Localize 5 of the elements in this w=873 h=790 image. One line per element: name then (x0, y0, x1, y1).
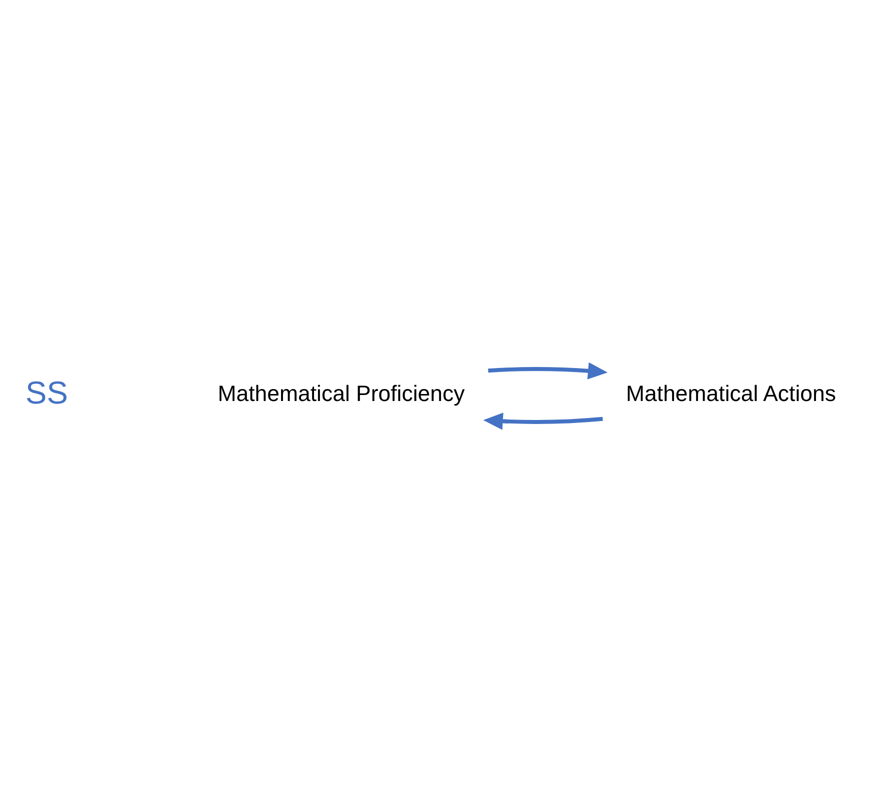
label: SS (26, 374, 68, 410)
arrow (483, 412, 603, 430)
arrow (488, 362, 608, 379)
node-text: Mathematical Proficiency (218, 380, 465, 406)
node-text: Mathematical Actions (626, 380, 836, 406)
